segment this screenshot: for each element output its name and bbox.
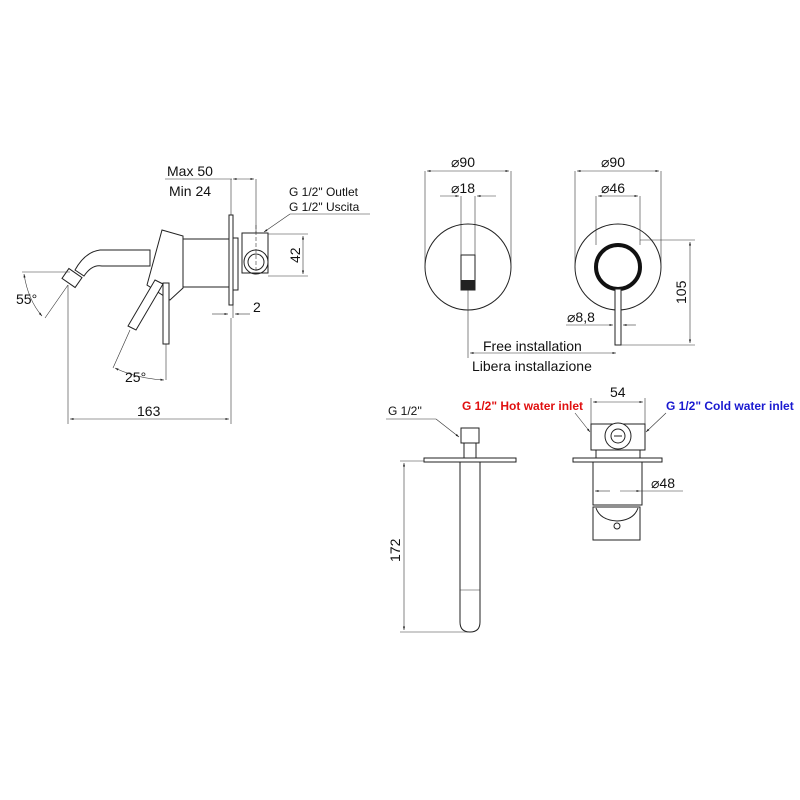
ring-diameter: ⌀46 [601,180,625,196]
wall-plate [228,214,234,306]
min-depth-label: Min 24 [169,183,211,199]
spout-fitting [460,427,480,444]
plate-thickness-label: 2 [253,299,261,315]
spout-tube [459,461,481,633]
length-172-label: 172 [387,538,403,562]
width-54-label: 54 [610,384,626,400]
mixer-body-view: G 1/2" Hot water inlet G 1/2" Cold water… [462,384,794,541]
free-installation-it: Libera installazione [472,358,592,374]
length-163-label: 163 [137,403,161,419]
side-view: Max 50 Min 24 G 1/2" Outlet G 1/2" Uscit… [16,163,370,424]
height-42-label: 42 [287,247,303,263]
outlet-label-it: G 1/2" Uscita [289,200,360,214]
mixer-cylinder [592,461,643,506]
outlet-label-en: G 1/2" Outlet [289,185,359,199]
height-105-label: 105 [673,280,689,304]
cold-inlet-label: G 1/2" Cold water inlet [666,399,794,413]
spout-diameter: ⌀18 [451,180,475,196]
mixer-lever [614,288,622,346]
spout-body-view: G 1/2'' 172 [386,404,517,633]
lever-vertical [162,282,170,345]
lever-tilted [127,279,164,331]
mixer-body [182,238,230,288]
spout [74,249,151,277]
angle-25-label: 25° [125,369,146,385]
mixer-plate-diameter: ⌀90 [601,154,625,170]
hot-inlet-label: G 1/2" Hot water inlet [462,399,583,413]
spout-plate-diameter: ⌀90 [451,154,475,170]
spout-body-plate [423,457,517,463]
mixer-body-plate [572,457,663,463]
lever-diameter: ⌀8,8 [567,309,595,325]
front-mixer-view: ⌀90 ⌀46 ⌀8,8 105 Free installation Liber… [470,154,695,374]
spout-thread-label: G 1/2'' [388,404,422,418]
free-installation-en: Free installation [483,338,582,354]
cylinder-diameter: ⌀48 [651,475,675,491]
max-depth-label: Max 50 [167,163,213,179]
front-spout-view: ⌀90 ⌀18 [424,154,512,358]
angle-55-label: 55° [16,291,37,307]
